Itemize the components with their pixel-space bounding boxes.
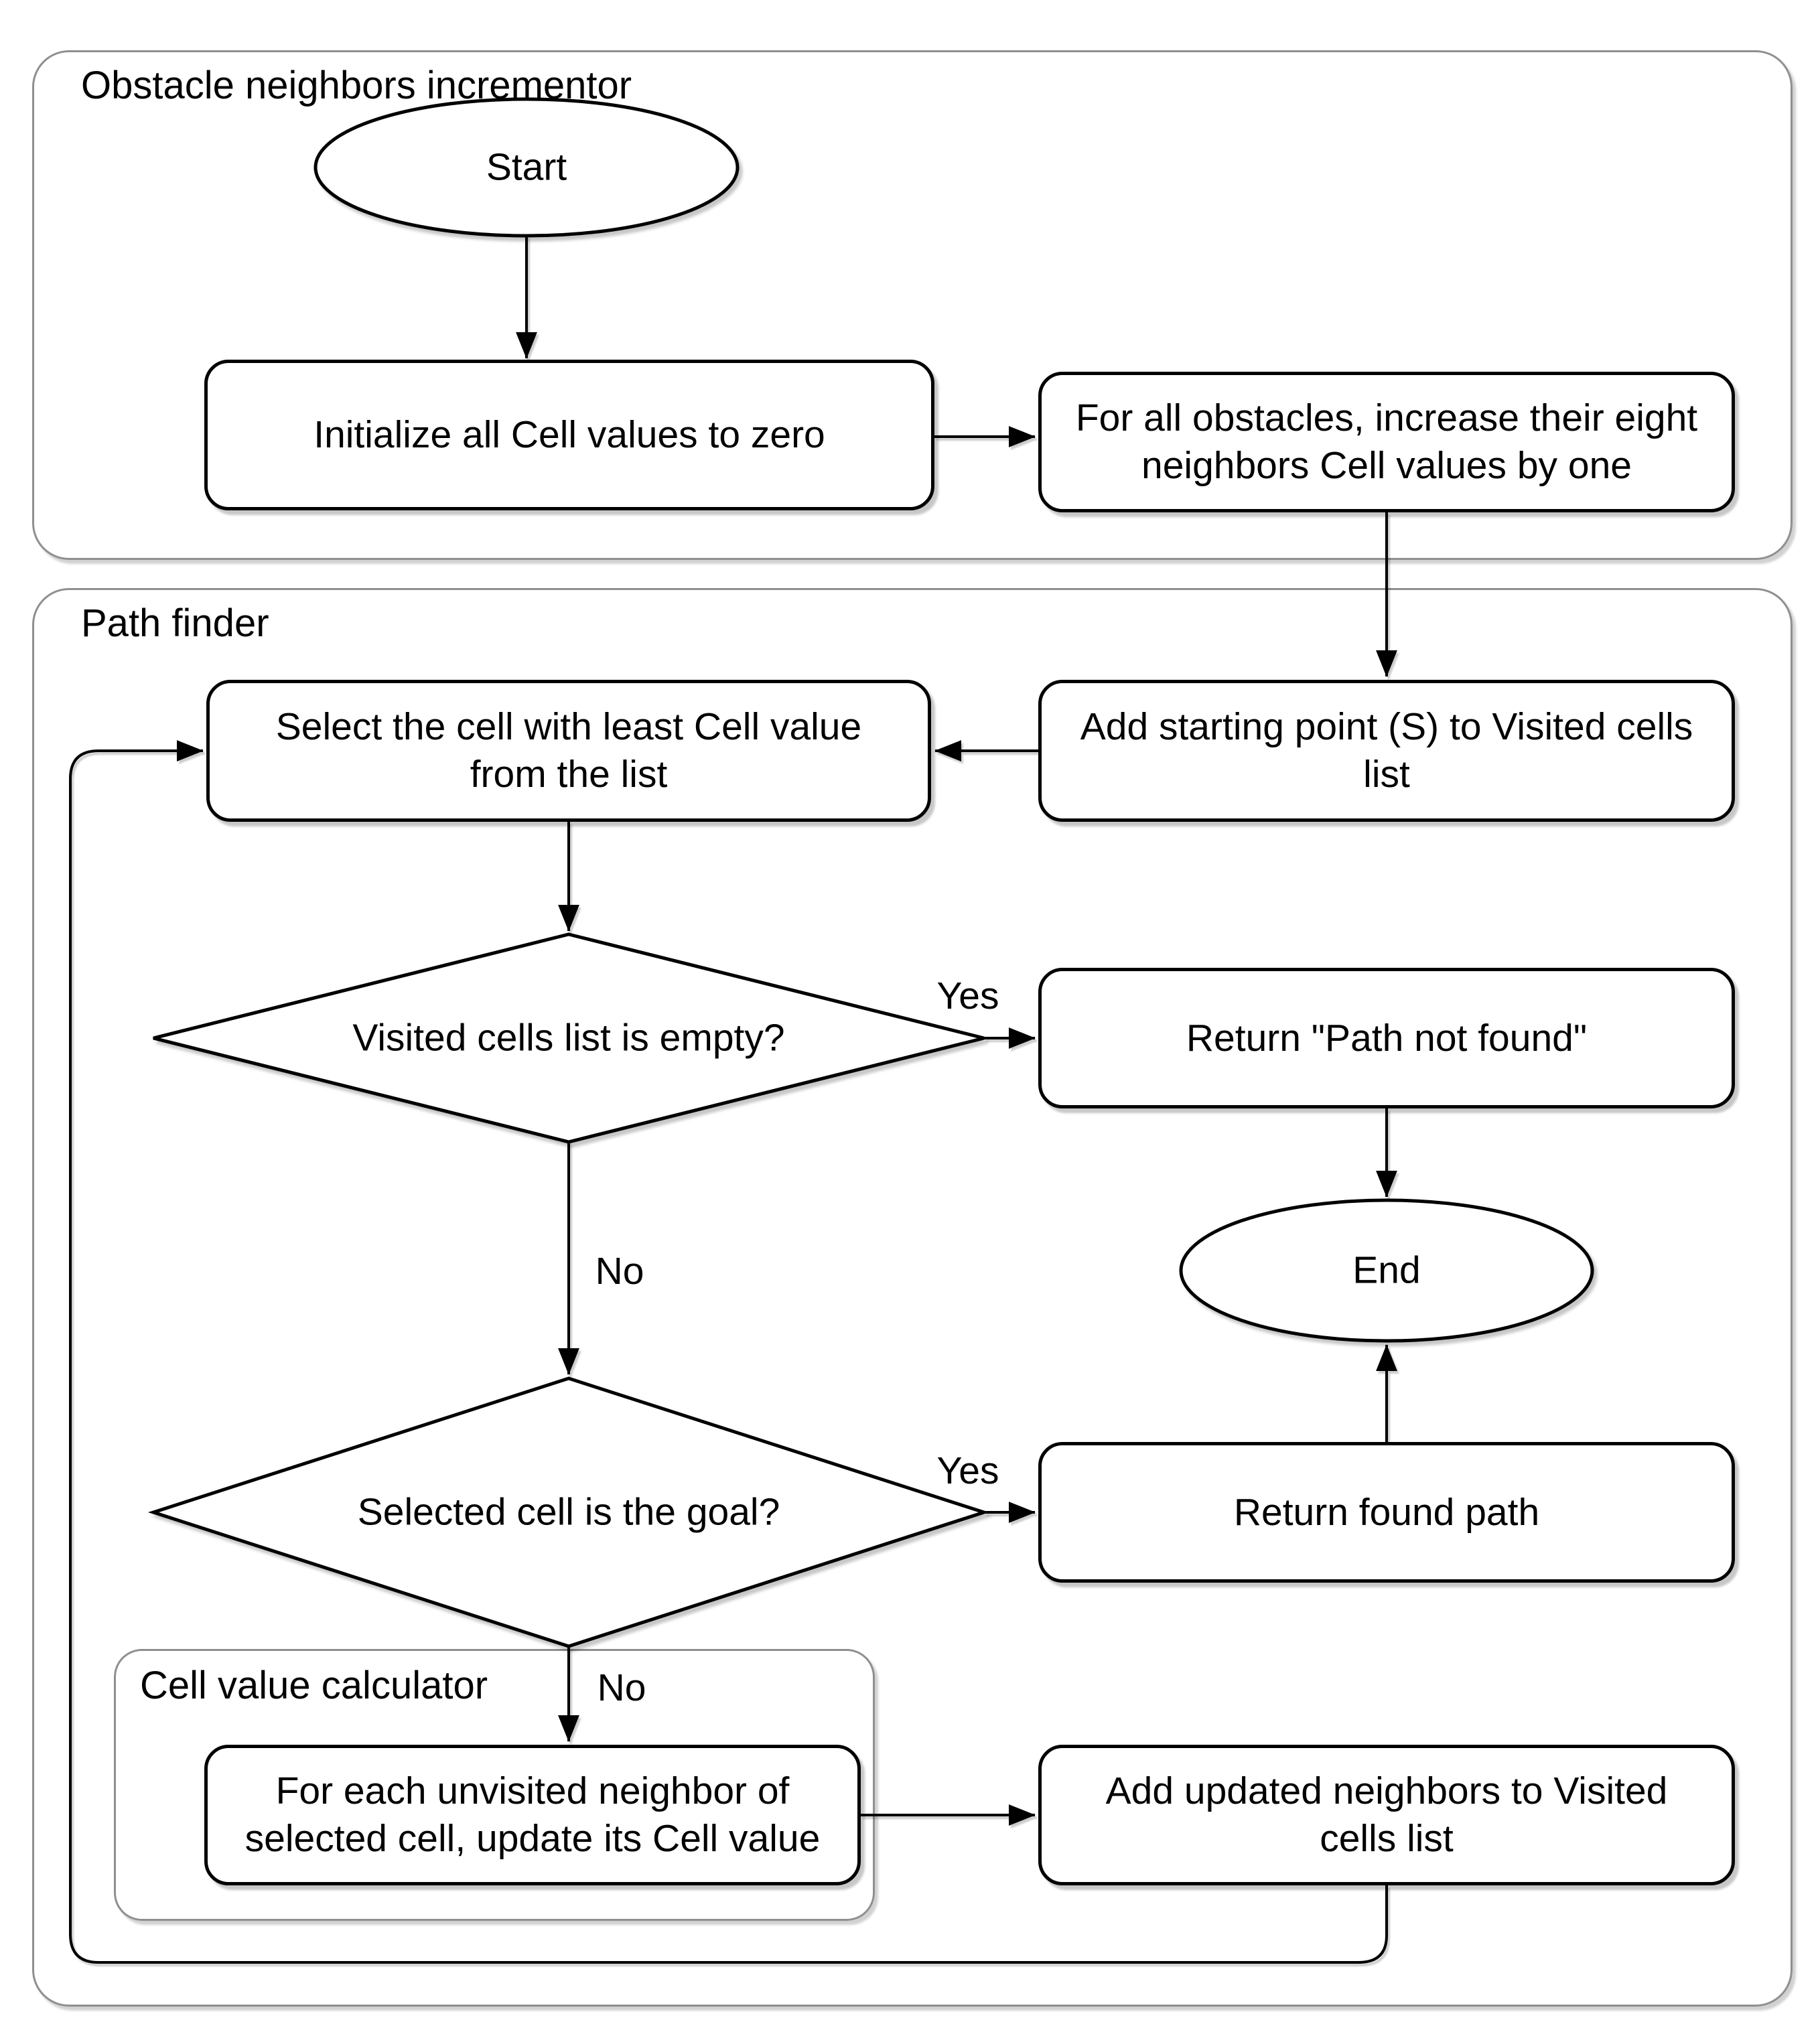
group-cell-value-calculator: Cell value calculator bbox=[114, 1649, 875, 1921]
edge-label-visited-empty-no: No bbox=[595, 1250, 644, 1293]
node-add-start: Add starting point (S) to Visited cells … bbox=[1038, 680, 1735, 822]
node-start-label: Start bbox=[486, 145, 567, 189]
group-path-finder-title: Path finder bbox=[81, 601, 269, 645]
node-increase-neighbors-label: For all obstacles, increase their eight … bbox=[1075, 396, 1698, 487]
node-end-label: End bbox=[1352, 1248, 1421, 1292]
node-add-start-label: Add starting point (S) to Visited cells … bbox=[1080, 705, 1693, 796]
group-cell-value-calculator-title: Cell value calculator bbox=[140, 1664, 488, 1707]
edge-add-updated-neighbors-loop-to-select-cell bbox=[69, 740, 1388, 1964]
node-path-not-found-label: Return "Path not found" bbox=[1186, 1016, 1588, 1060]
node-initialize-cells: Initialize all Cell values to zero bbox=[204, 360, 934, 510]
node-select-cell: Select the cell with least Cell value fr… bbox=[206, 680, 931, 822]
node-increase-neighbors: For all obstacles, increase their eight … bbox=[1038, 372, 1735, 512]
edge-label-goal-no: No bbox=[597, 1666, 646, 1709]
group-path-finder: Path finder bbox=[32, 588, 1793, 2007]
node-end-shape bbox=[1179, 1198, 1594, 1343]
node-initialize-cells-label: Initialize all Cell values to zero bbox=[313, 413, 825, 457]
node-return-found-path: Return found path bbox=[1038, 1442, 1735, 1583]
node-add-updated-neighbors-label: Add updated neighbors to Visited cells l… bbox=[1105, 1770, 1668, 1860]
node-add-updated-neighbors: Add updated neighbors to Visited cells l… bbox=[1038, 1745, 1735, 1885]
node-select-cell-label: Select the cell with least Cell value fr… bbox=[275, 705, 862, 796]
node-visited-empty-label: Visited cells list is empty? bbox=[352, 1016, 785, 1060]
node-path-not-found: Return "Path not found" bbox=[1038, 968, 1735, 1108]
node-cell-is-goal-label: Selected cell is the goal? bbox=[357, 1490, 780, 1534]
node-update-neighbors-label: For each unvisited neighbor of selected … bbox=[244, 1770, 821, 1860]
edge-label-visited-empty-yes: Yes bbox=[936, 974, 999, 1017]
edge-label-goal-yes: Yes bbox=[936, 1449, 999, 1492]
node-update-neighbors: For each unvisited neighbor of selected … bbox=[204, 1745, 861, 1885]
node-return-found-path-label: Return found path bbox=[1233, 1490, 1540, 1534]
